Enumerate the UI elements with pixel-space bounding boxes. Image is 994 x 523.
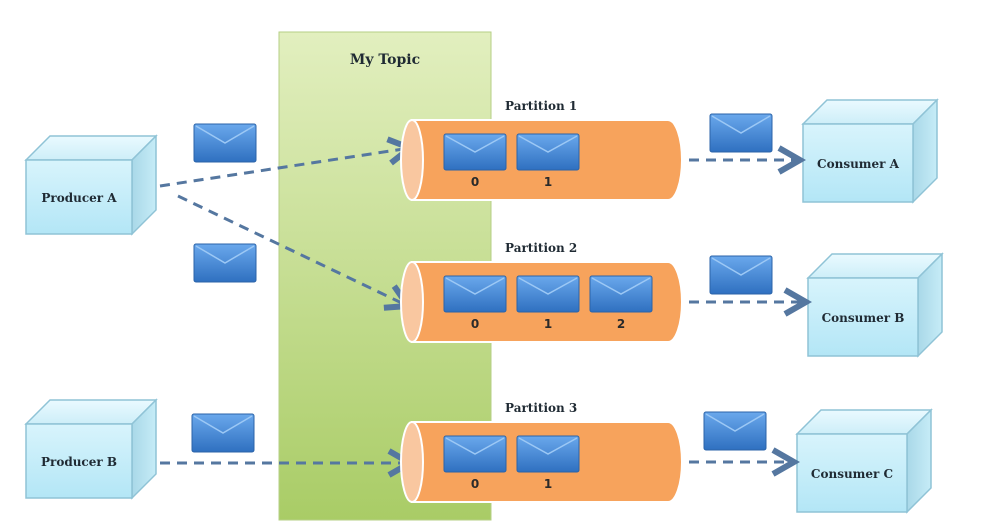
cylinder-end xyxy=(400,119,424,201)
message-envelope-icon xyxy=(443,275,507,313)
message-envelope-icon xyxy=(443,133,507,171)
message-envelope-icon xyxy=(516,133,580,171)
message-envelope-icon xyxy=(193,123,257,163)
offset-label: 1 xyxy=(544,477,552,491)
producer-b: Producer B xyxy=(24,398,158,500)
message-envelope-icon xyxy=(709,113,773,153)
offset-label: 0 xyxy=(471,317,479,331)
consumer-a-label: Consumer A xyxy=(817,157,900,171)
message-envelope-icon xyxy=(193,243,257,283)
offset-label: 1 xyxy=(544,317,552,331)
offset-label: 2 xyxy=(617,317,625,331)
cube-front xyxy=(796,433,908,513)
message-envelope-icon xyxy=(191,413,255,453)
cylinder-end xyxy=(400,421,424,503)
cube-front xyxy=(25,423,133,499)
producer-b-label: Producer B xyxy=(41,455,117,469)
message-envelope-icon xyxy=(709,255,773,295)
partition-label: Partition 1 xyxy=(505,99,577,113)
producer-a: Producer A xyxy=(24,134,158,236)
message-envelope-icon xyxy=(516,435,580,473)
cube-front xyxy=(807,277,919,357)
partition-label: Partition 2 xyxy=(505,241,577,255)
cube-front xyxy=(802,123,914,203)
message-envelope-icon xyxy=(703,411,767,451)
consumer-a: Consumer A xyxy=(801,98,939,204)
consumer-b: Consumer B xyxy=(806,252,944,358)
topic-title: My Topic xyxy=(350,52,420,68)
partition-label: Partition 3 xyxy=(505,401,577,415)
offset-label: 1 xyxy=(544,175,552,189)
consumer-b-label: Consumer B xyxy=(822,311,905,325)
arrow-producer-a-to-partition-1 xyxy=(159,148,410,188)
producer-a-label: Producer A xyxy=(41,191,117,205)
arrow-producer-a-to-partition-2 xyxy=(177,194,408,306)
message-envelope-icon xyxy=(589,275,653,313)
offset-label: 0 xyxy=(471,175,479,189)
offset-label: 0 xyxy=(471,477,479,491)
message-envelope-icon xyxy=(443,435,507,473)
consumer-c: Consumer C xyxy=(795,408,933,514)
cylinder-end xyxy=(400,261,424,343)
cube-front xyxy=(25,159,133,235)
message-envelope-icon xyxy=(516,275,580,313)
consumer-c-label: Consumer C xyxy=(811,467,893,481)
